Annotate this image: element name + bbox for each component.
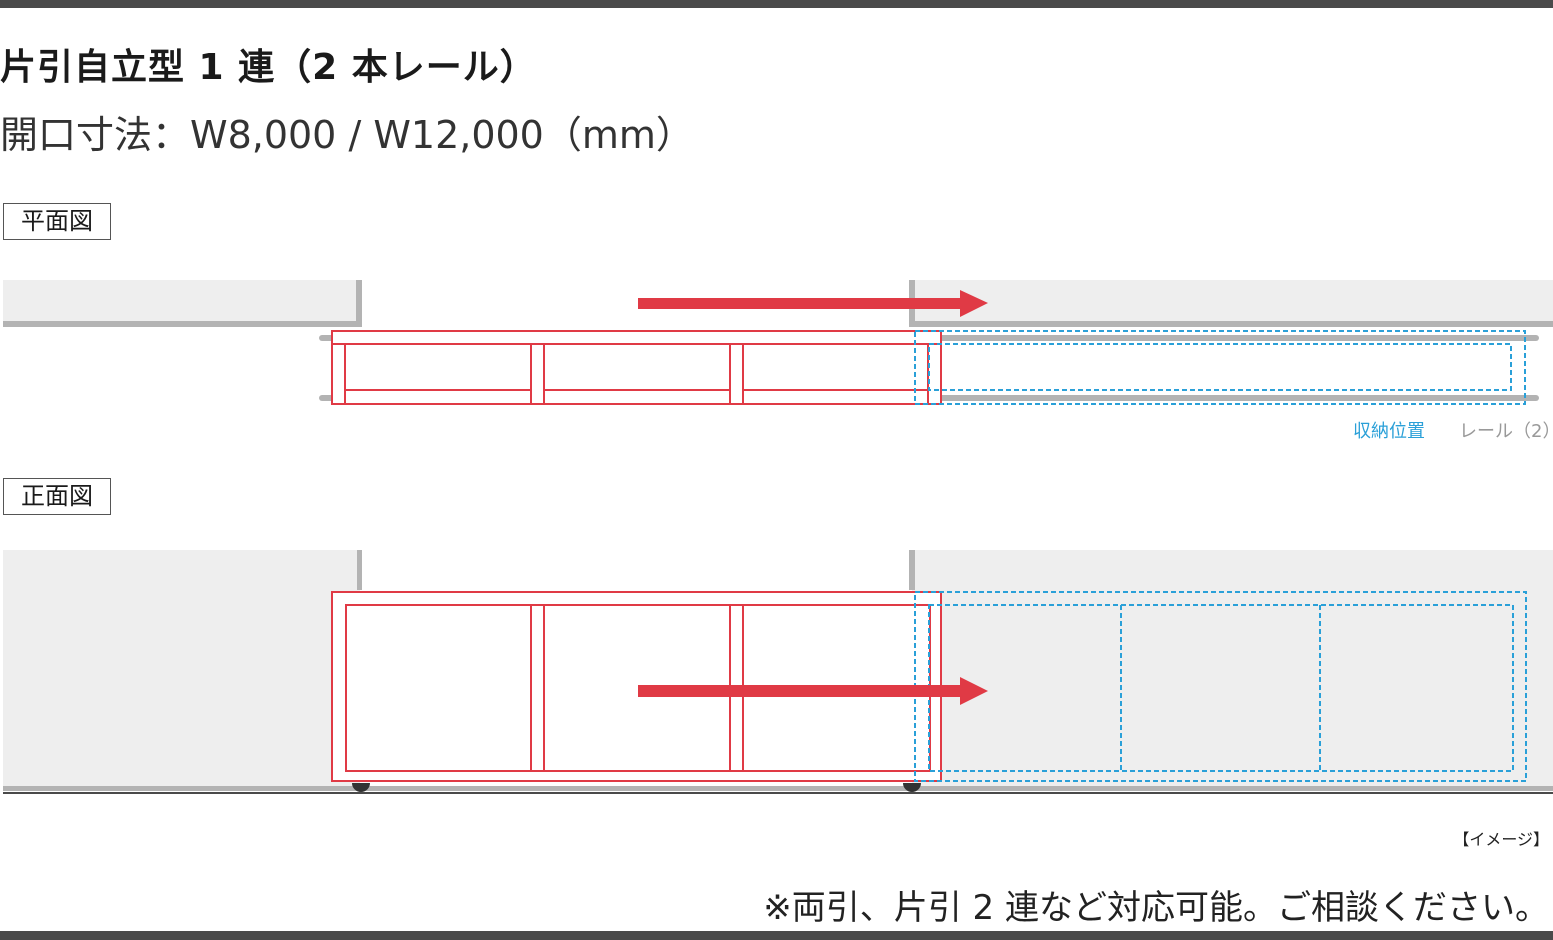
- image-note: 【イメージ】: [1453, 830, 1549, 849]
- front-direction-arrow: [638, 677, 988, 705]
- plan-right-wall-base: [909, 321, 1553, 327]
- front-gate-mid-post-1: [530, 604, 545, 772]
- plan-direction-arrow: [638, 290, 988, 317]
- front-right-wall-edge: [909, 550, 915, 590]
- legend-storage-position: 収納位置: [1353, 421, 1425, 442]
- plan-storage-outline: [914, 330, 1526, 405]
- plan-gate-mid-post-2: [729, 343, 744, 405]
- front-view: [3, 550, 1553, 794]
- legend-rail: レール（2）: [1459, 421, 1553, 442]
- plan-gate-top-bar: [331, 330, 942, 345]
- plan-view-label: 平面図: [3, 203, 111, 240]
- plan-left-wall-edge: [356, 280, 362, 326]
- front-left-wall-edge: [357, 550, 362, 590]
- front-view-label: 正面図: [3, 478, 111, 515]
- front-wheel-left: [352, 783, 370, 792]
- plan-left-wall-base: [3, 321, 362, 327]
- plan-gate: [331, 330, 942, 405]
- page-title: 片引自立型 1 連（2 本レール）: [0, 47, 537, 88]
- plan-right-wall: [912, 280, 1553, 326]
- front-wheel-right: [903, 783, 921, 792]
- footnote: ※両引、片引 2 連など対応可能。ご相談ください。: [763, 888, 1549, 928]
- top-border-bar: [0, 0, 1553, 8]
- plan-gate-left-post: [331, 343, 346, 405]
- plan-view: [3, 280, 1553, 405]
- opening-dimensions: 開口寸法：W8,000 / W12,000（mm）: [0, 113, 694, 157]
- bottom-border-bar: [0, 931, 1553, 940]
- front-right-wall: [912, 550, 1553, 790]
- front-ground: [3, 786, 1553, 791]
- plan-gate-mid-post-1: [530, 343, 545, 405]
- front-left-wall: [3, 550, 360, 790]
- plan-left-wall: [3, 280, 360, 326]
- plan-storage-inner: [928, 343, 1512, 391]
- plan-storage-position: [914, 330, 1526, 405]
